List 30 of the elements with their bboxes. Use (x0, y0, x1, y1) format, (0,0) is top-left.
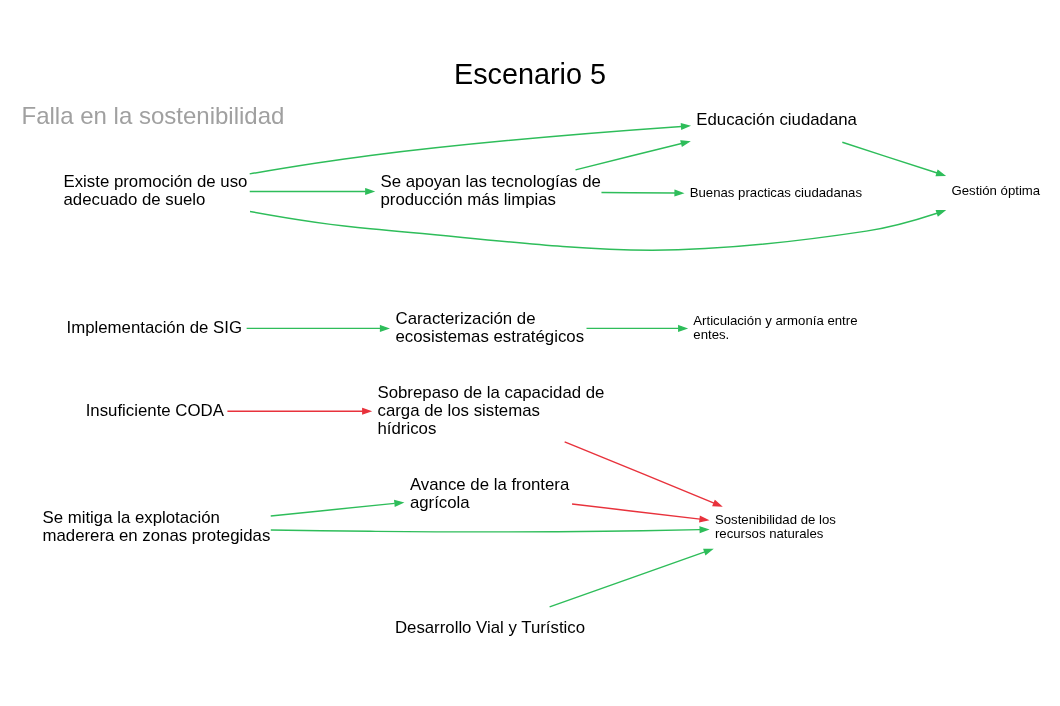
node-text: Se apoyan las tecnologías de producción más limpias (380, 171, 601, 209)
arrow (249, 209, 947, 251)
arrow (563, 441, 723, 507)
arrow (226, 407, 373, 415)
arrow (600, 189, 685, 197)
arrow (249, 187, 376, 196)
diagram-title: Escenario 5 (453, 57, 607, 90)
node-text: Caracterización de ecosistemas estratégicos (395, 308, 585, 346)
arrow (270, 499, 405, 517)
arrow (270, 526, 710, 534)
arrow (585, 324, 689, 332)
arrow (574, 140, 691, 171)
arrow (571, 503, 710, 523)
node-text: Implementación de SIG (66, 317, 243, 337)
node-text: Avance de la frontera agrícola (409, 474, 570, 512)
arrow (248, 123, 692, 175)
label: Falla en la sostenibilidad (21, 102, 285, 130)
node-text: Existe promoción de uso adecuado de suelo (63, 171, 248, 209)
arrow (245, 324, 390, 332)
node-text: Gestión óptima (951, 182, 1041, 198)
node-text: Sobrepaso de la capacidad de carga de los sistemas hídricos (377, 382, 605, 438)
node-text: Sostenibilidad de los recursos naturales (714, 511, 836, 542)
node-text: Desarrollo Vial y Turístico (394, 618, 586, 638)
arrow (841, 141, 947, 177)
node-text: Buenas practicas ciudadanas (689, 185, 862, 201)
arrow (548, 548, 714, 608)
node-text: Insuficiente CODA (85, 400, 224, 420)
node-text: Educación ciudadana (696, 110, 857, 130)
node-text: Articulación y armonía entre entes. (693, 312, 858, 342)
node-text: Se mitiga la explotación maderera en zonas protegidas (42, 508, 271, 546)
